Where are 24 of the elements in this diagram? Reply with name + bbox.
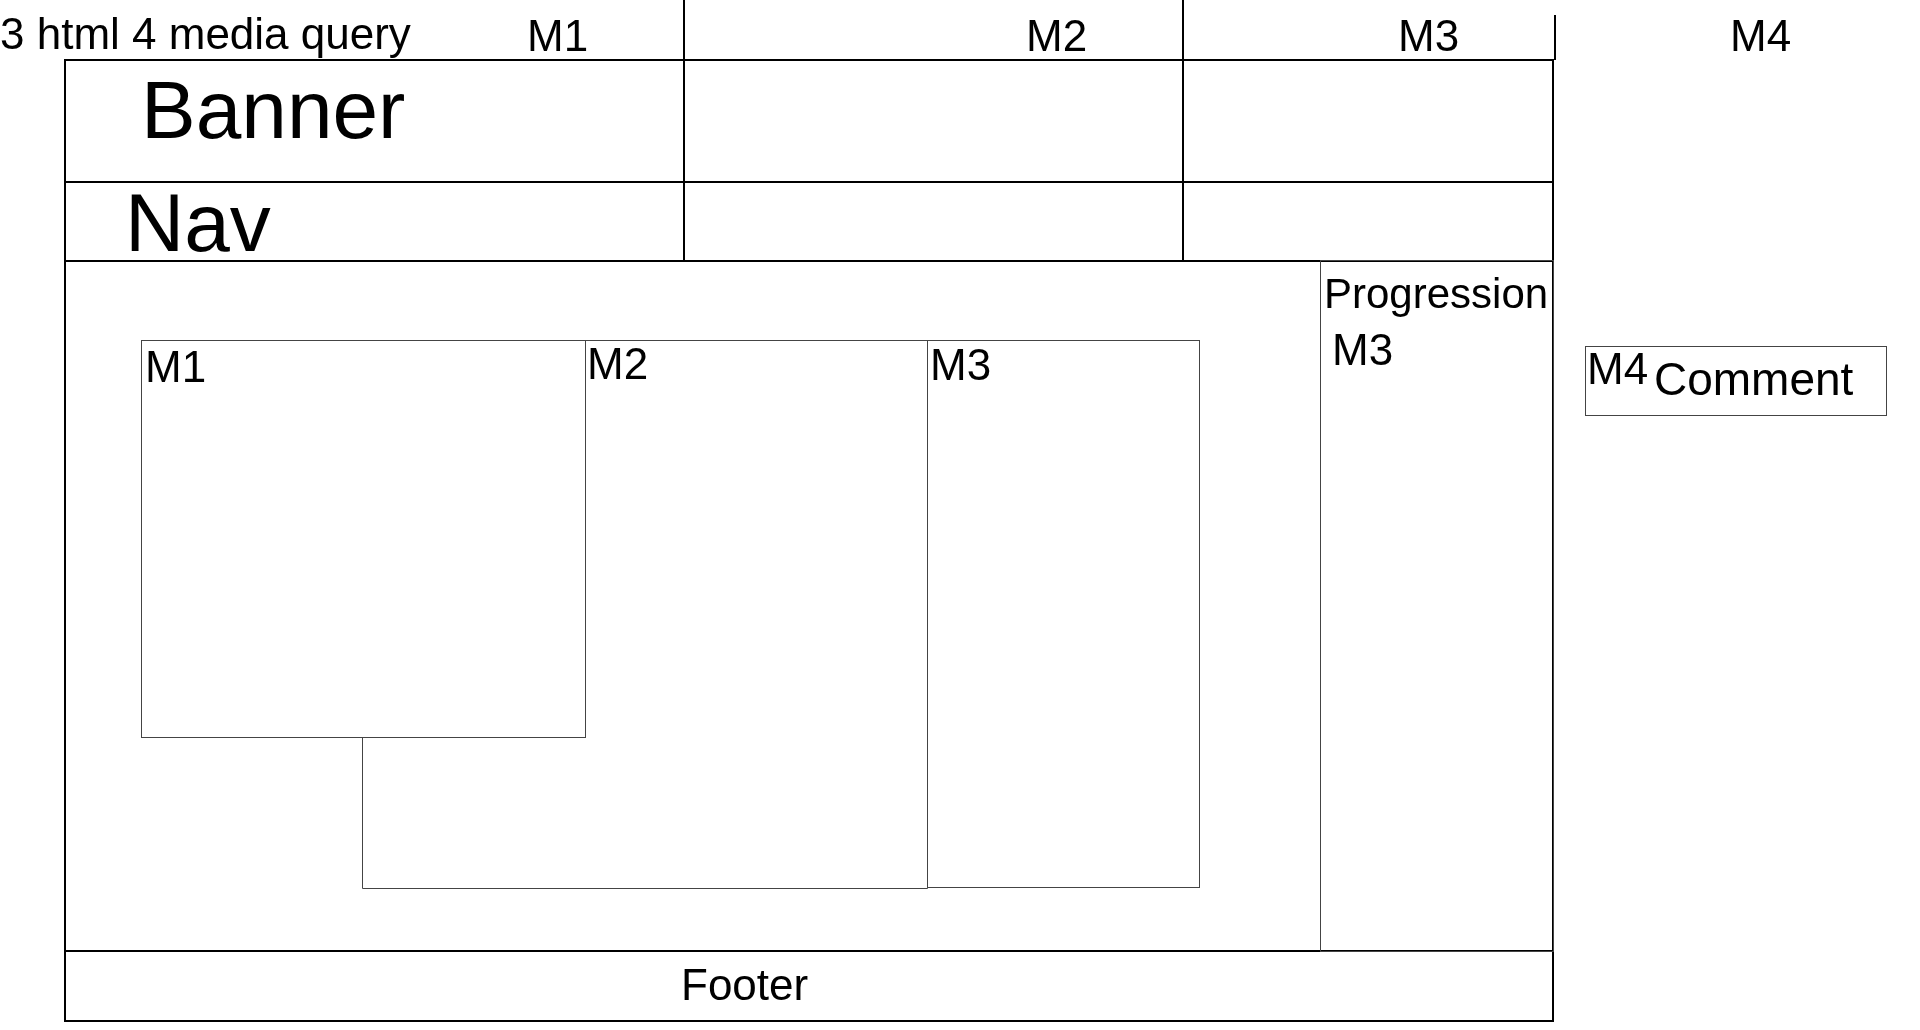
breakpoint-label: M1 — [145, 345, 207, 389]
breakpoint-label: M3 — [1332, 328, 1394, 372]
banner-row — [64, 59, 1554, 183]
diagram-title: 3 html 4 media query — [0, 12, 411, 56]
layout-block — [927, 340, 1200, 888]
layout-block — [141, 340, 586, 738]
layout-block — [362, 340, 928, 889]
column-header: M3 — [1398, 14, 1460, 58]
section-label: Comment — [1654, 356, 1854, 402]
section-label: Progression — [1324, 273, 1549, 315]
content-area — [64, 260, 1554, 952]
nav-row — [64, 181, 1554, 262]
column-header: M2 — [1026, 14, 1088, 58]
section-label: Banner — [141, 69, 406, 151]
breakpoint-label: M4 — [1587, 347, 1649, 391]
footer-row — [64, 950, 1554, 1022]
column-header: M4 — [1730, 14, 1792, 58]
breakpoint-label: M3 — [930, 343, 992, 387]
sidebar-panel — [1320, 260, 1554, 952]
section-label: Footer — [681, 963, 809, 1007]
breakpoint-label: M2 — [587, 342, 649, 386]
comment-panel — [1585, 346, 1887, 416]
column-header: M1 — [527, 14, 589, 58]
section-label: Nav — [125, 186, 271, 260]
